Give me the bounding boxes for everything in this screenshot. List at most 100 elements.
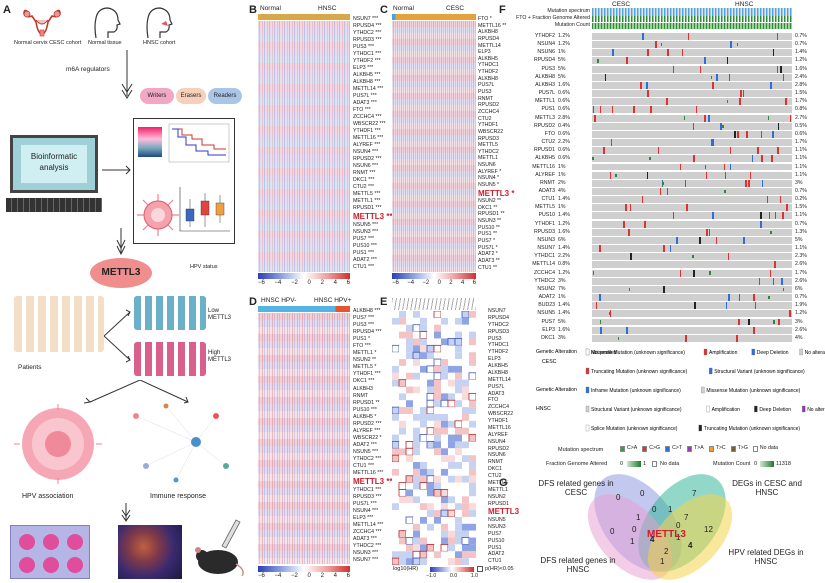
fga-legend-label: Fraction Genome Altered xyxy=(546,461,608,467)
gene-label: YTHDC1 xyxy=(478,62,499,69)
oncoprint-pct-cesc: 5% xyxy=(558,318,566,325)
legend-item: Deep Deletion xyxy=(757,350,789,356)
gene-label: NSUN4 *** xyxy=(353,149,379,156)
gene-label: YTHDC2 xyxy=(488,321,509,328)
gene-label: FTO * xyxy=(478,16,492,22)
oncoprint-gene: DKC1 xyxy=(541,334,555,341)
alteration-mark xyxy=(669,245,672,253)
alteration-mark xyxy=(785,98,787,106)
gene-label: YTHDF1 *** xyxy=(353,128,381,135)
legend-swatch xyxy=(585,424,590,432)
alteration-mark xyxy=(712,212,714,220)
readers-badge: Readers xyxy=(208,88,242,104)
gene-label: NSUN7 xyxy=(488,308,506,314)
scale-tick: −6 xyxy=(258,573,265,579)
oncoprint-pct-hnsc: 1.7% xyxy=(795,139,807,146)
immune-response-label: Immune response xyxy=(150,493,207,500)
alteration-mark xyxy=(600,326,602,334)
oncoprint-pct-hnsc: 1.1% xyxy=(795,163,807,170)
oncoprint-pct-hnsc: 1.1% xyxy=(795,147,807,154)
legend-swatch xyxy=(698,424,702,432)
gene-label: RNMT xyxy=(488,459,503,466)
alteration-mark xyxy=(777,147,779,155)
gene-label: PUS7 *** xyxy=(353,315,375,322)
alteration-mark xyxy=(630,253,632,261)
oncoprint-pct-cesc: 1% xyxy=(558,171,566,178)
alteration-mark xyxy=(768,212,771,220)
mettl3-node: METTL3 xyxy=(90,258,152,288)
panel-c-right-group: CESC xyxy=(446,5,465,12)
oncoprint-pct-cesc: 2.8% xyxy=(558,114,570,121)
gene-label: ELP3 *** xyxy=(353,65,374,72)
alteration-mark xyxy=(647,90,649,98)
scale-tick: 0 xyxy=(307,280,311,286)
gene-label: YTHDF1 *** xyxy=(353,371,381,378)
alteration-mark xyxy=(782,73,785,81)
alteration-mark xyxy=(708,228,711,236)
virus-icon xyxy=(137,194,179,236)
oncoprint-pct-cesc: 0.6% xyxy=(558,106,570,113)
legend-swatch xyxy=(751,348,755,356)
gene-label: PUS7L xyxy=(488,383,505,390)
alteration-mark xyxy=(776,33,779,40)
oncoprint-row xyxy=(592,302,792,310)
gene-label: RPUSD3 *** xyxy=(353,494,382,501)
legend-swatch xyxy=(703,348,708,356)
gene-label: PUS10 ** xyxy=(478,224,500,231)
venn-count: 1 xyxy=(636,513,641,522)
gene-label: METTL3 xyxy=(488,507,520,517)
alteration-mark xyxy=(723,163,726,171)
alteration-mark xyxy=(599,245,601,253)
oncoprint-pct-cesc: 1% xyxy=(558,49,566,56)
oncoprint-pct-hnsc: 1.3% xyxy=(795,228,807,235)
alteration-mark xyxy=(672,65,675,73)
oncoprint-row xyxy=(592,163,792,171)
alteration-mark xyxy=(672,212,675,220)
oncoprint-pct-cesc: 7% xyxy=(558,285,566,292)
spectrum-item: T>G xyxy=(730,446,748,452)
alteration-mark xyxy=(727,253,730,261)
alteration-mark xyxy=(781,277,783,285)
scale-tick: 4 xyxy=(333,573,337,579)
oncoprint-gene: ADAT3 xyxy=(538,188,555,194)
venn-count: 0 xyxy=(640,489,645,498)
legend-swatch xyxy=(754,405,758,413)
alteration-mark xyxy=(608,312,611,316)
venn-count: 12 xyxy=(704,525,713,534)
down-arrow2-icon xyxy=(121,503,131,522)
gene-label: PUS7 * xyxy=(478,237,496,244)
alteration-mark xyxy=(604,73,607,81)
panel-f-track-label-1: Mutation spectrum xyxy=(547,8,590,14)
writers-badge: Writers xyxy=(140,88,174,104)
alteration-mark xyxy=(641,196,644,204)
spectrum-legend-label: Mutation spectrum xyxy=(558,447,604,453)
alteration-mark xyxy=(778,318,780,326)
scale-tick: 6 xyxy=(346,280,350,286)
panel-f-spectrum-track xyxy=(592,8,792,16)
oncoprint-gene: NSUN2 xyxy=(537,285,555,292)
venn-count: 0 xyxy=(616,493,621,502)
scale-tick: −6 xyxy=(258,280,265,286)
spectrum-item: T>C xyxy=(708,446,726,452)
alteration-mark xyxy=(768,295,770,300)
alteration-mark xyxy=(684,179,687,187)
gene-label: NSUN6 *** xyxy=(353,163,379,170)
oncoprint-gene: CTU2 xyxy=(541,139,555,146)
gene-label: ADAT3 *** xyxy=(353,100,377,107)
gene-label: ADAT2 *** xyxy=(353,257,377,264)
gene-label: CTU2 *** xyxy=(353,184,375,191)
alteration-mark xyxy=(695,106,698,114)
oncoprint-row xyxy=(592,196,792,204)
spectrum-item: No data xyxy=(752,446,778,452)
oncoprint-pct-hnsc: 1.6% xyxy=(795,65,807,72)
panel-b-label: B xyxy=(249,4,257,16)
oncoprint-row xyxy=(592,65,792,73)
oncoprint-pct-hnsc: 0.2% xyxy=(795,196,807,203)
oncoprint-row xyxy=(592,171,792,179)
alteration-mark xyxy=(611,106,614,114)
alteration-mark xyxy=(715,236,718,244)
heatmap-mini xyxy=(138,127,162,157)
legend-swatch xyxy=(585,405,590,413)
gene-label: RPUSD2 *** xyxy=(353,156,382,163)
legend-prefix: CESC xyxy=(542,359,557,365)
